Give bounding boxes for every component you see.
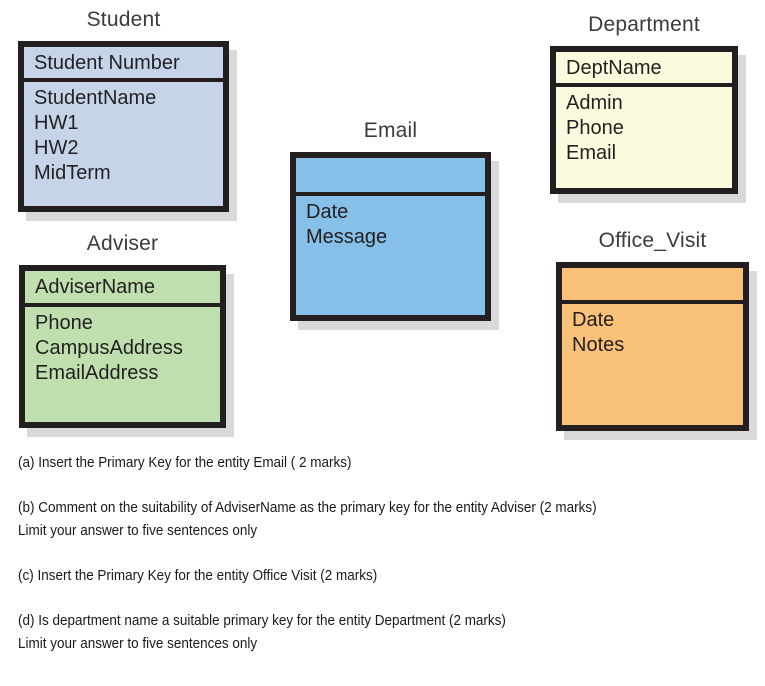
primary-key-row-office-visit[interactable] — [562, 268, 743, 304]
entity-title-student: Student — [86, 8, 161, 31]
primary-key-row-student[interactable]: Student Number — [24, 47, 223, 82]
question-c: (c) Insert the Primary Key for the entit… — [0, 565, 765, 588]
primary-key-row-email[interactable] — [296, 158, 485, 196]
entity-title-adviser: Adviser — [86, 232, 159, 255]
attribute-item: Phone — [35, 312, 93, 334]
entity-box-office-visit: Date Notes — [556, 262, 749, 431]
attribute-item: CampusAddress — [35, 337, 183, 359]
attribute-item: Date — [572, 309, 615, 331]
er-diagram: Student Student Number StudentName HW1 H… — [18, 8, 757, 440]
spacer — [0, 543, 765, 565]
entity-adviser[interactable]: Adviser AdviserName Phone CampusAddress … — [19, 232, 234, 437]
attribute-item: Email — [566, 142, 617, 164]
attribute-list-email: Date Message — [296, 196, 485, 315]
attribute-list-office-visit: Date Notes — [562, 304, 743, 425]
primary-key-row-department[interactable]: DeptName — [556, 52, 732, 87]
entity-box-adviser: AdviserName Phone CampusAddress EmailAdd… — [19, 265, 226, 428]
entity-title-department: Department — [588, 13, 700, 36]
question-line: Limit your answer to five sentences only — [18, 636, 258, 652]
entity-box-department: DeptName Admin Phone Email — [550, 46, 738, 194]
entity-box-email: Date Message — [290, 152, 491, 321]
attribute-item: HW2 — [34, 137, 79, 159]
entity-department[interactable]: Department DeptName Admin Phone Email — [550, 13, 746, 203]
attribute-item: Date — [306, 201, 349, 223]
attribute-item: EmailAddress — [35, 362, 159, 384]
entity-office-visit[interactable]: Office_Visit Date Notes — [556, 229, 757, 440]
question-a: (a) Insert the Primary Key for the entit… — [0, 452, 765, 475]
attribute-list-student: StudentName HW1 HW2 MidTerm — [24, 82, 223, 206]
question-b: (b) Comment on the suitability of Advise… — [0, 497, 765, 543]
attribute-item: StudentName — [34, 87, 157, 109]
spacer — [0, 475, 765, 497]
entity-title-email: Email — [363, 119, 418, 142]
question-line: Limit your answer to five sentences only — [18, 523, 258, 539]
attribute-list-department: Admin Phone Email — [556, 87, 732, 188]
entity-email[interactable]: Email Date Message — [290, 119, 499, 330]
attribute-item: HW1 — [34, 112, 79, 134]
primary-key-row-adviser[interactable]: AdviserName — [25, 271, 220, 307]
attribute-item: MidTerm — [34, 162, 111, 184]
attribute-item: Admin — [566, 92, 623, 114]
question-list: (a) Insert the Primary Key for the entit… — [0, 452, 765, 656]
attribute-item: Notes — [572, 334, 625, 356]
attribute-item: Phone — [566, 117, 624, 139]
entity-student[interactable]: Student Student Number StudentName HW1 H… — [18, 8, 237, 221]
entity-box-student: Student Number StudentName HW1 HW2 MidTe… — [18, 41, 229, 212]
entity-title-office-visit: Office_Visit — [598, 229, 707, 252]
question-line: (b) Comment on the suitability of Advise… — [18, 500, 597, 516]
question-line: (a) Insert the Primary Key for the entit… — [18, 455, 352, 471]
question-d: (d) Is department name a suitable primar… — [0, 610, 765, 656]
spacer — [0, 588, 765, 610]
question-line: (d) Is department name a suitable primar… — [18, 613, 506, 629]
attribute-item: Message — [306, 226, 388, 248]
attribute-list-adviser: Phone CampusAddress EmailAddress — [25, 307, 220, 422]
question-line: (c) Insert the Primary Key for the entit… — [18, 568, 378, 584]
